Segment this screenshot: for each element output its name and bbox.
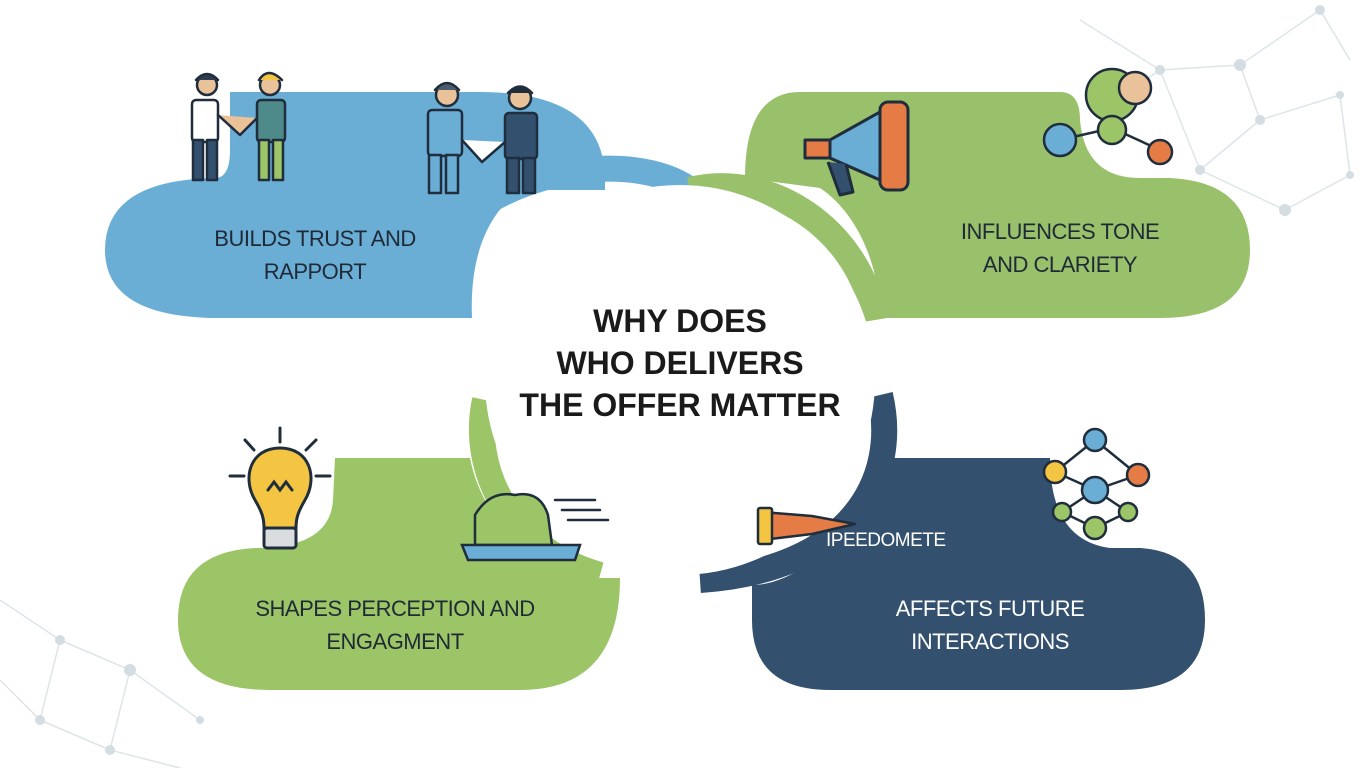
center-title-line-3: THE OFFER MATTER [519,387,841,423]
segment-perception-line-2: ENGAGMENT [326,629,464,654]
segment-future-shape [699,392,1205,690]
rocket-icon [756,506,857,546]
segment-trust-label: BUILDS TRUST AND RAPPORT [170,222,460,288]
center-title: WHY DOES WHO DELIVERS THE OFFER MATTER [480,300,880,426]
center-title-line-1: WHY DOES [593,303,767,339]
network-decoration-bottom-left [0,599,201,768]
segment-future-line-1: AFFECTS FUTURE [895,596,1085,621]
lightbulb-icon [228,426,332,550]
segment-future-label: AFFECTS FUTURE INTERACTIONS [850,592,1130,658]
people-network-icon [1042,427,1151,541]
segment-tone-line-1: INFLUENCES TONE [960,219,1160,244]
network-nodes-top-right [1096,5,1354,216]
stray-caption: IPEEDOMETE [826,530,946,551]
segment-tone-label: INFLUENCES TONE AND CLARIETY [905,215,1215,281]
speeding-shape-icon [460,492,610,562]
center-circle [488,188,872,572]
segment-trust-line-2: RAPPORT [263,259,367,284]
segment-perception-label: SHAPES PERCEPTION AND ENGAGMENT [215,592,575,658]
audience-network-icon [1042,67,1174,166]
business-handshake-icon [426,81,539,195]
center-title-line-2: WHO DELIVERS [556,345,804,381]
segment-perception-line-1: SHAPES PERCEPTION AND [255,596,535,621]
segment-tone-line-2: AND CLARIETY [982,252,1138,277]
handshake-icon [190,71,287,182]
network-nodes-bottom-left [35,635,204,755]
megaphone-icon [803,100,910,197]
segment-trust-line-1: BUILDS TRUST AND [214,226,416,251]
segment-future-line-2: INTERACTIONS [911,629,1069,654]
